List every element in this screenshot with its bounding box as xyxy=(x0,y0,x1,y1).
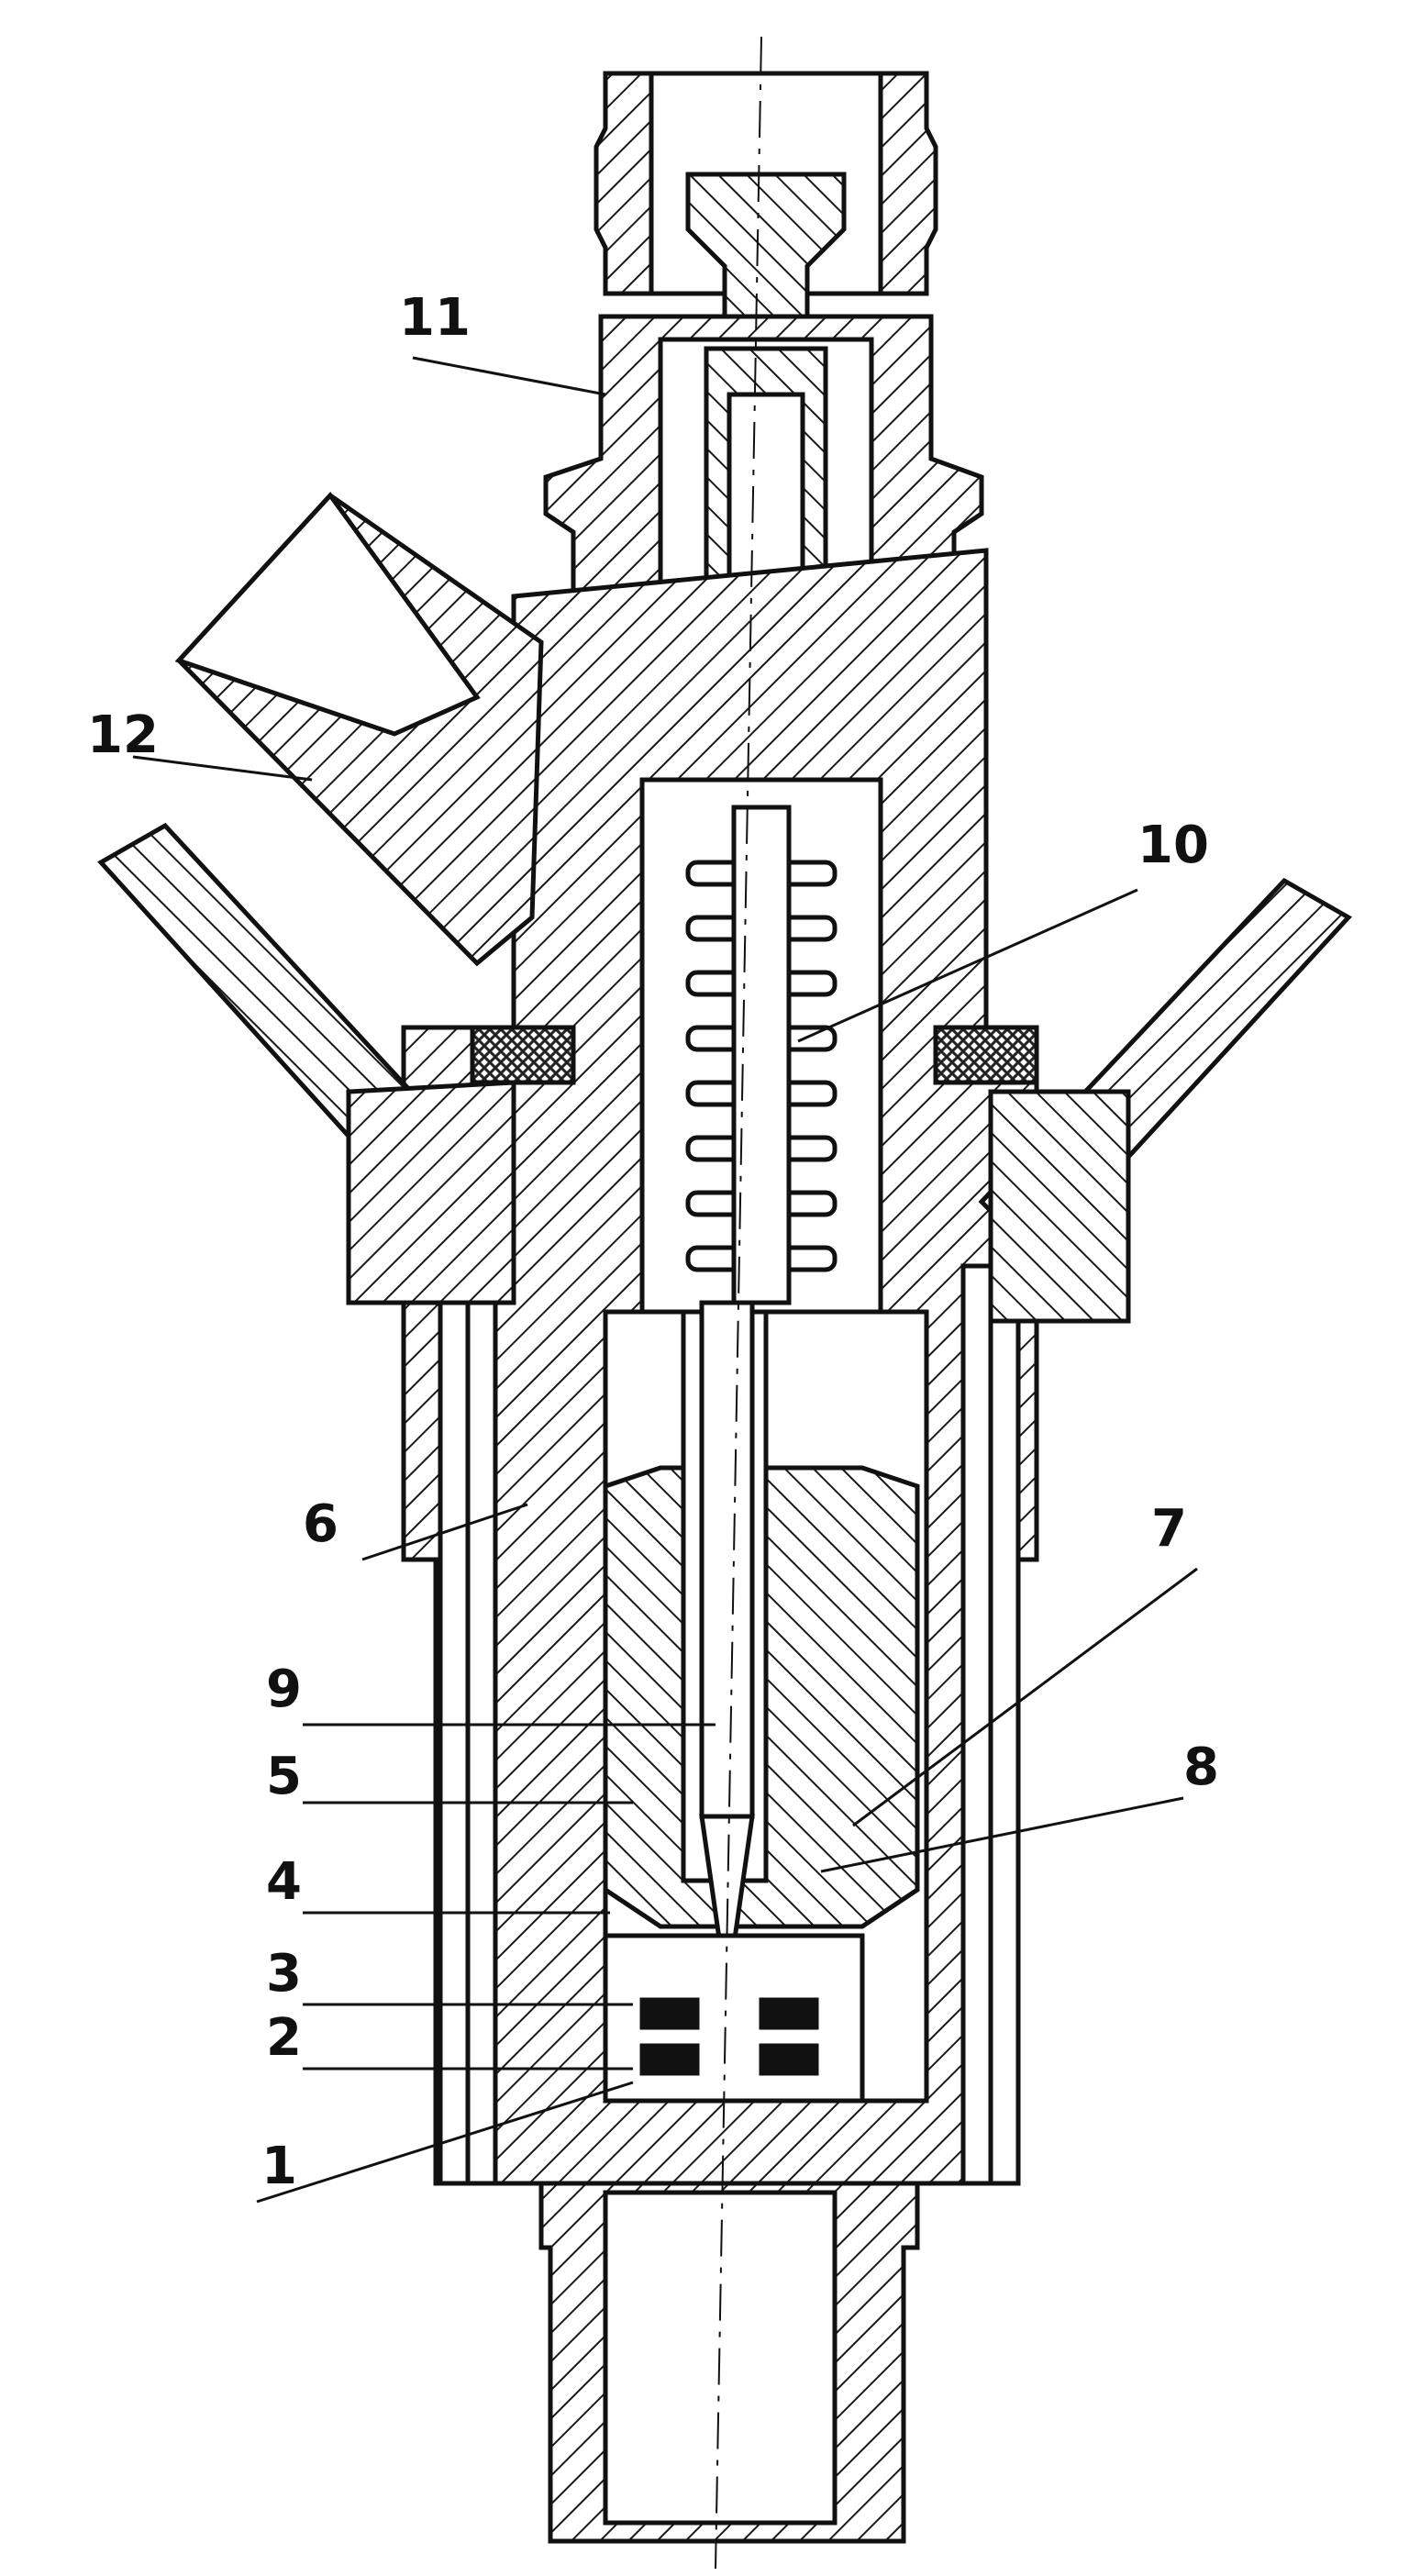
leader-lines xyxy=(132,356,1198,2204)
callout-12: 12 xyxy=(87,705,159,765)
leader-1 xyxy=(256,2081,634,2204)
leader-7 xyxy=(852,1567,1198,1827)
callout-labels: 11 12 10 6 7 9 5 8 4 3 2 1 xyxy=(87,288,1219,2196)
callout-3: 3 xyxy=(266,1944,302,2004)
inlet-pipe-12 xyxy=(174,492,544,967)
callout-10: 10 xyxy=(1137,816,1209,875)
callout-6: 6 xyxy=(303,1494,338,1554)
leader-8 xyxy=(820,1796,1184,1873)
callout-5: 5 xyxy=(266,1747,302,1806)
callout-7: 7 xyxy=(1151,1499,1187,1559)
leader-11 xyxy=(412,356,606,396)
injector-body xyxy=(401,71,1039,2544)
right-collar xyxy=(933,1025,1039,1085)
left-hose xyxy=(97,822,516,1305)
nozzle-ring-2b xyxy=(759,2043,819,2076)
callout-11: 11 xyxy=(399,288,471,348)
callout-4: 4 xyxy=(266,1852,302,1912)
callout-8: 8 xyxy=(1183,1738,1219,1797)
leader-12 xyxy=(132,755,313,782)
spring-guide-rod xyxy=(731,805,792,1305)
callout-2: 2 xyxy=(266,2008,302,2068)
nozzle-ring-2 xyxy=(639,2043,700,2076)
right-hose xyxy=(978,877,1352,1324)
leader-6 xyxy=(361,1503,528,1561)
nozzle-ring-3 xyxy=(639,1997,700,2030)
needle-9 xyxy=(699,1300,755,1819)
nozzle-ring-3b xyxy=(759,1997,819,2030)
leader-10 xyxy=(797,888,1138,1043)
callout-9: 9 xyxy=(266,1660,302,1719)
left-collar xyxy=(470,1025,576,1085)
callout-1: 1 xyxy=(261,2137,297,2196)
